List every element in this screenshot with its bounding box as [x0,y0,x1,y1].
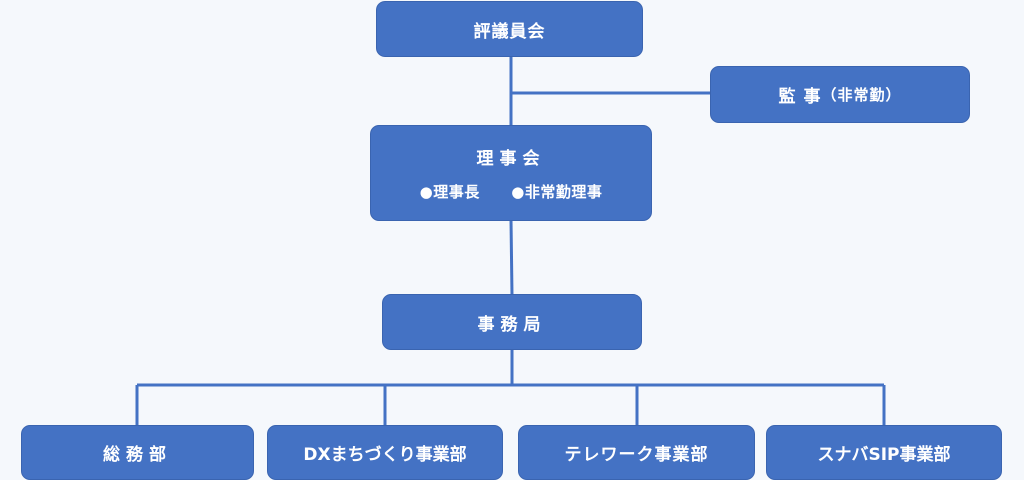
department-label: DXまちづくり事業部 [303,445,467,465]
auditor-box: 監 事 （非常勤） [710,66,970,123]
department-label: スナバSIP事業部 [817,445,951,465]
department-telework: テレワーク事業部 [518,425,755,480]
secretariat-box: 事務局 [382,294,642,350]
board-label: 理事会 [476,149,546,169]
department-label: 総務部 [103,445,172,465]
department-general-affairs: 総務部 [21,425,254,480]
council-label: 評議員会 [473,21,546,42]
board-member-chair: ●理事長 [419,183,480,201]
department-label: テレワーク事業部 [564,445,709,465]
board-member-part-time: ●非常勤理事 [511,183,603,201]
department-dx-town: DXまちづくり事業部 [267,425,503,480]
board-box: 理事会 ●理事長 ●非常勤理事 [370,125,652,221]
council-box: 評議員会 [376,1,643,57]
board-members: ●理事長 ●非常勤理事 [420,181,603,202]
department-sunaba-sip: スナバSIP事業部 [766,425,1002,480]
auditor-label: 監 事 [778,87,822,107]
connector-board-secretariat [509,219,514,296]
secretariat-label: 事務局 [477,314,547,335]
auditor-note: （非常勤） [821,86,902,104]
